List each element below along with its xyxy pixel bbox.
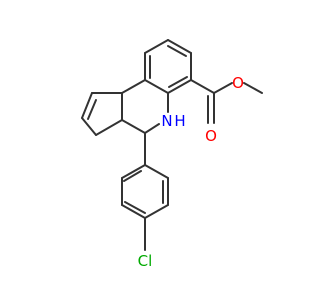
atom-label-nitrogen-hydrogen: H <box>174 112 185 130</box>
atom-label-chlorine: Cl <box>138 252 153 270</box>
bond <box>168 76 188 88</box>
atom-label-ester-oxygen: O <box>232 74 244 92</box>
bond <box>123 170 142 182</box>
bond <box>190 79 215 94</box>
bond <box>95 119 123 136</box>
bond <box>121 204 146 219</box>
bond <box>144 79 169 94</box>
bond <box>87 99 97 120</box>
bond <box>167 79 192 94</box>
bond <box>121 119 146 134</box>
atom-labels: O O N H Cl <box>138 74 244 270</box>
bond <box>213 82 233 94</box>
bond <box>243 82 263 94</box>
bond <box>81 92 93 119</box>
bond <box>144 39 169 54</box>
molecule-structure: O O N H Cl <box>81 39 263 270</box>
bond <box>167 45 187 57</box>
bond <box>124 201 146 214</box>
bond <box>81 117 97 136</box>
bond <box>144 164 169 179</box>
atom-label-carbonyl-oxygen: O <box>205 127 217 145</box>
atom-label-nitrogen: N <box>161 112 172 130</box>
bond <box>144 123 160 134</box>
bond <box>121 79 146 94</box>
bond <box>144 204 169 219</box>
bonds <box>81 39 263 251</box>
bond <box>167 39 192 54</box>
bond <box>121 164 146 179</box>
